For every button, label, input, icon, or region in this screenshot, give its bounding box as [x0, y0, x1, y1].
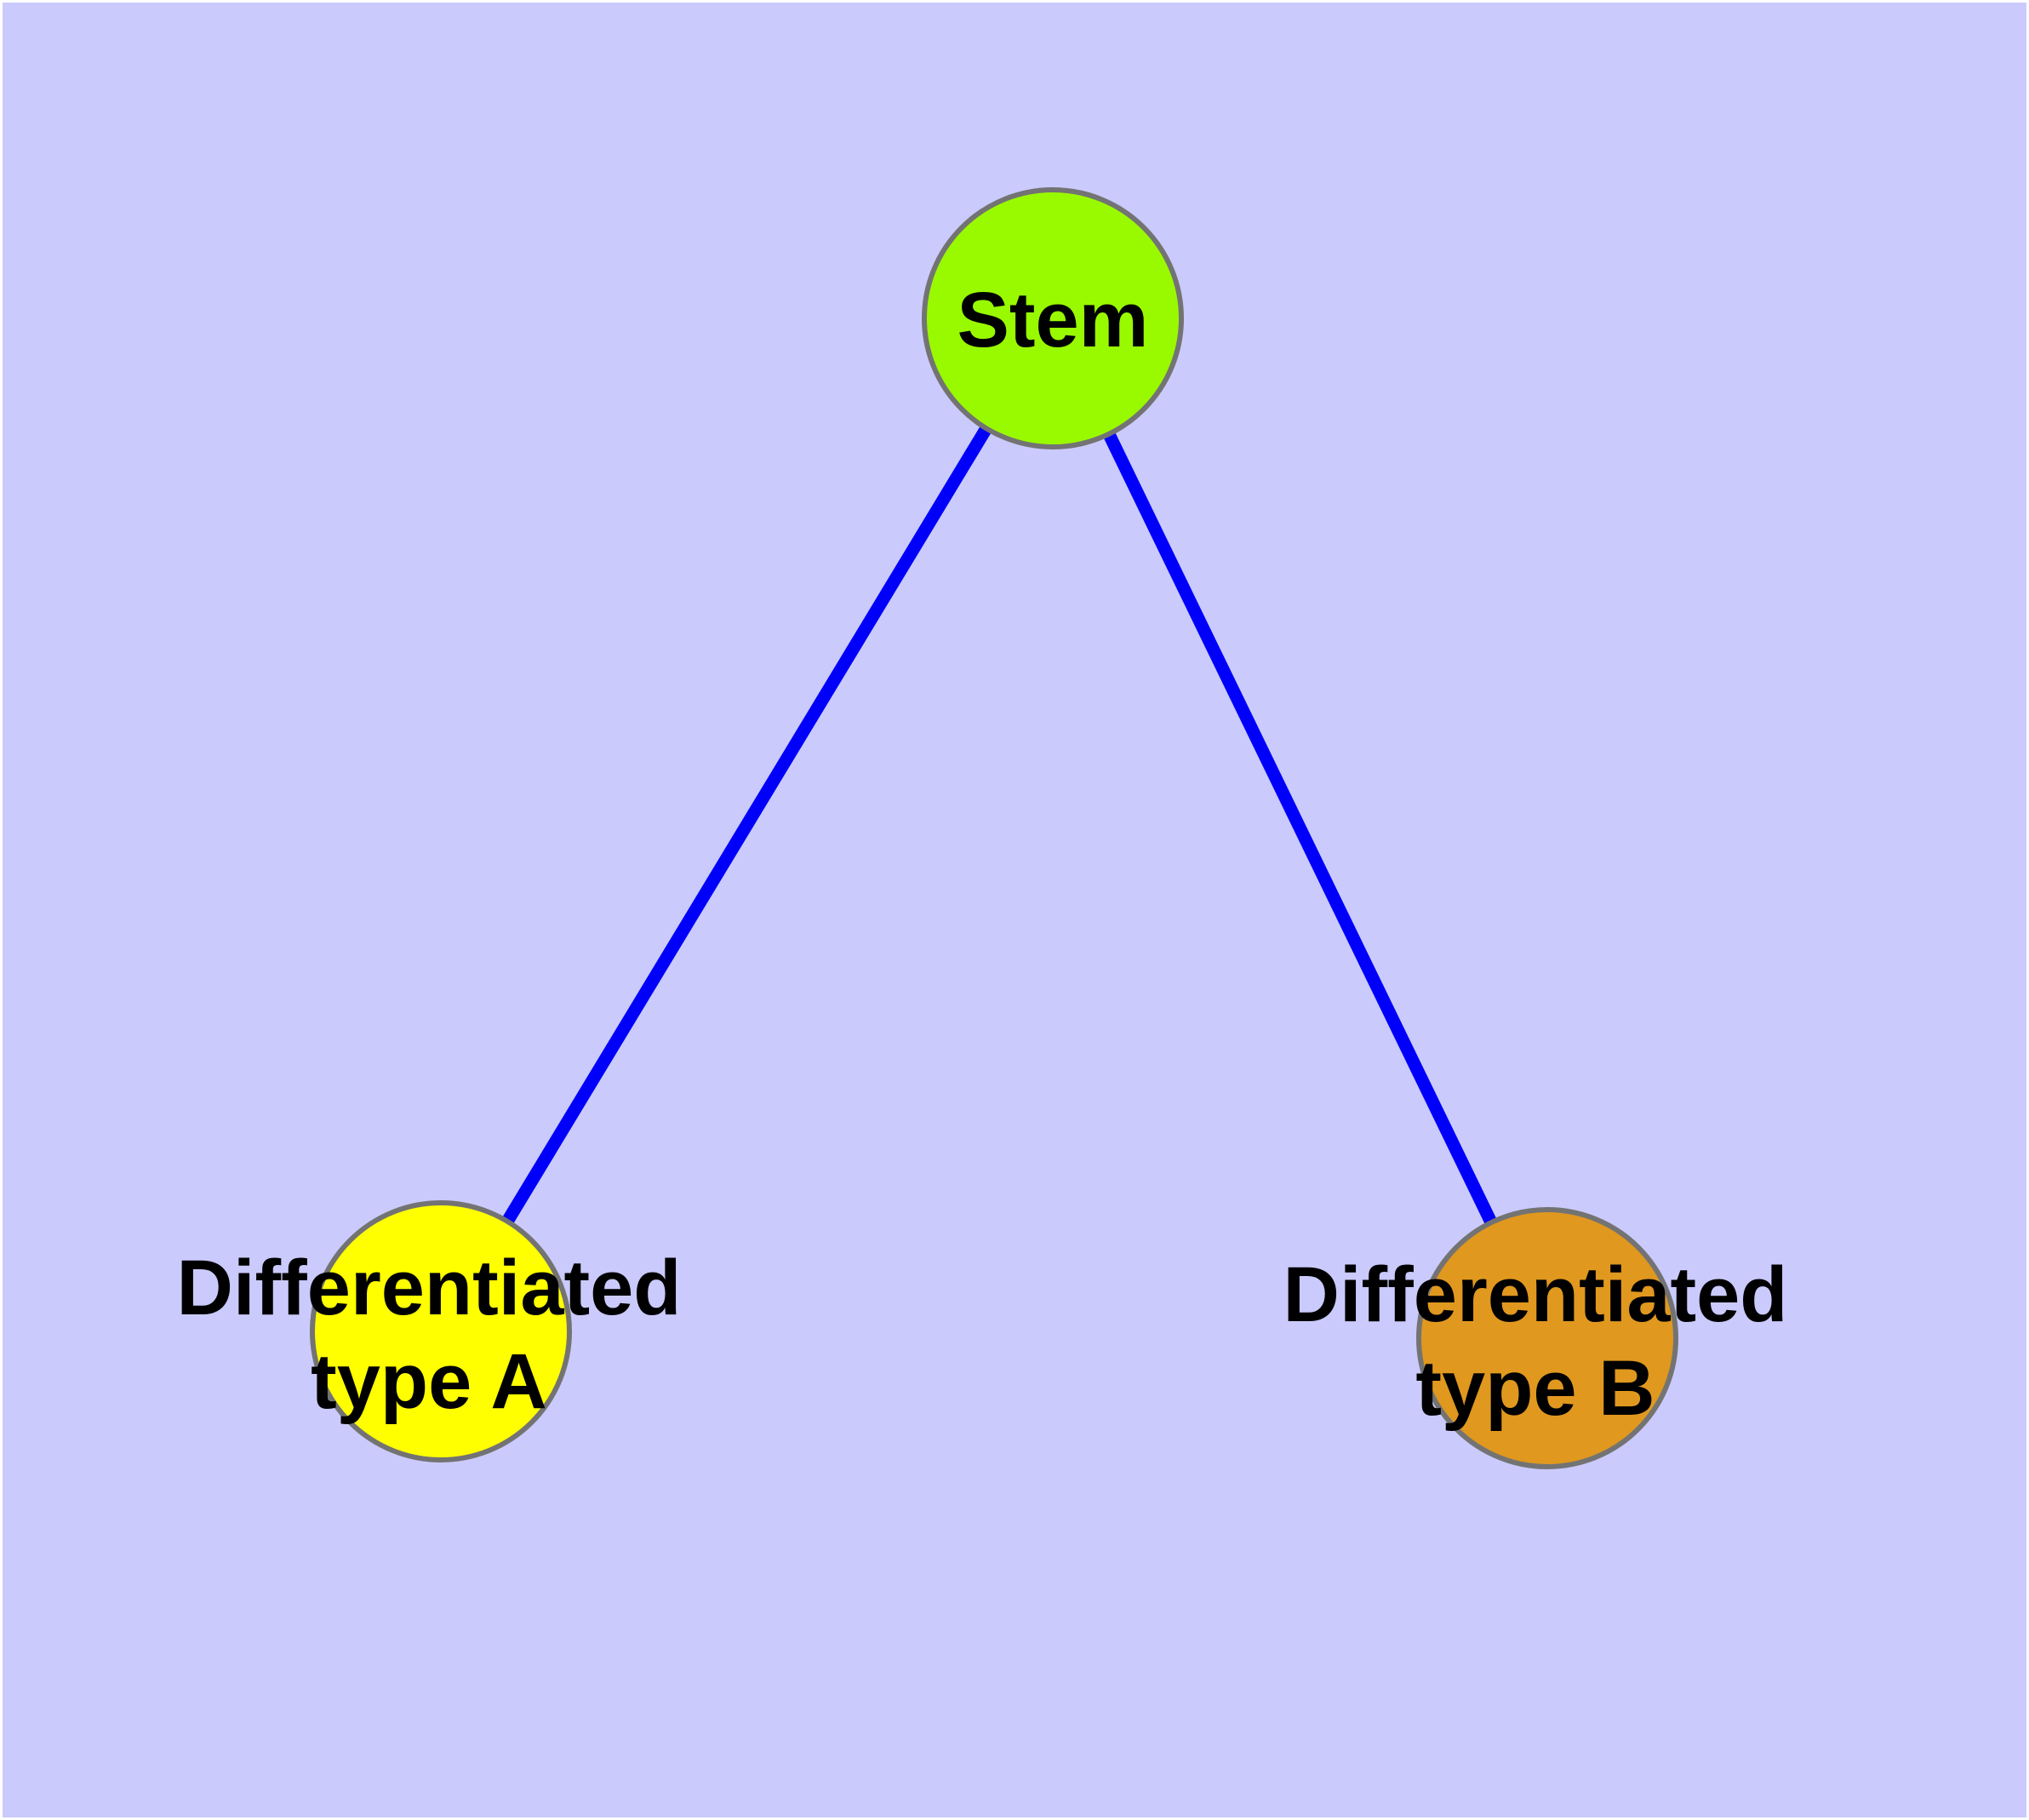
edge-stem-to-type-b	[1047, 315, 1553, 1342]
node-type-a-label-line2: type A	[311, 1338, 547, 1425]
node-stem-circle	[922, 187, 1184, 449]
node-type-b-circle	[1416, 1207, 1678, 1469]
node-stem-label: Stem	[957, 277, 1149, 363]
node-type-b-label-line2: type B	[1415, 1345, 1655, 1432]
node-type-a-label-line1: Differentiated	[177, 1245, 682, 1331]
node-type-a-circle	[310, 1200, 572, 1462]
edge-stem-to-type-a	[435, 315, 1059, 1335]
node-type-b-label-line1: Differentiated	[1283, 1251, 1788, 1338]
